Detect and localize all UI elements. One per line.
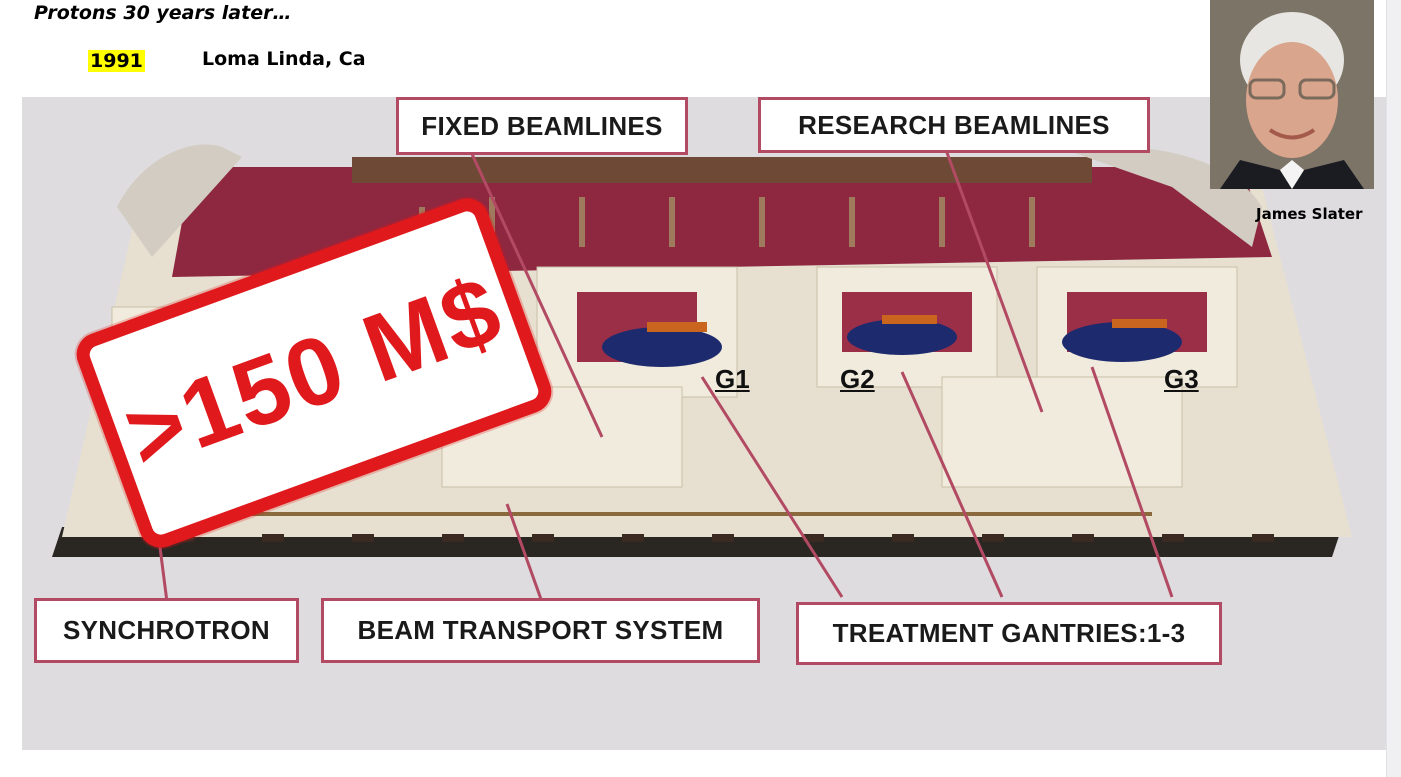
portrait-caption: James Slater bbox=[1256, 205, 1363, 223]
label-research-beamlines: RESEARCH BEAMLINES bbox=[758, 97, 1150, 153]
label-synchrotron: SYNCHROTRON bbox=[34, 598, 299, 663]
gantry-tag-3: G3 bbox=[1164, 364, 1199, 394]
label-synchrotron-text: SYNCHROTRON bbox=[63, 615, 270, 645]
portrait-photo bbox=[1210, 0, 1374, 189]
year-highlight: 1991 bbox=[88, 50, 145, 72]
label-beam-transport-text: BEAM TRANSPORT SYSTEM bbox=[357, 615, 724, 645]
label-fixed-beamlines-text: FIXED BEAMLINES bbox=[421, 110, 663, 141]
scrollbar-strip[interactable] bbox=[1386, 0, 1401, 777]
place-label: Loma Linda, Ca bbox=[202, 48, 366, 70]
label-treatment-gantries: TREATMENT GANTRIES:1-3 bbox=[796, 602, 1222, 665]
label-treatment-gantries-text: TREATMENT GANTRIES:1-3 bbox=[832, 618, 1186, 648]
label-research-beamlines-text: RESEARCH BEAMLINES bbox=[798, 109, 1110, 140]
gantry-tag-2: G2 bbox=[840, 364, 875, 394]
label-fixed-beamlines: FIXED BEAMLINES bbox=[396, 97, 688, 155]
label-beam-transport: BEAM TRANSPORT SYSTEM bbox=[321, 598, 760, 663]
gantry-tag-1: G1 bbox=[715, 364, 750, 394]
slide-title: Protons 30 years later… bbox=[34, 2, 292, 24]
